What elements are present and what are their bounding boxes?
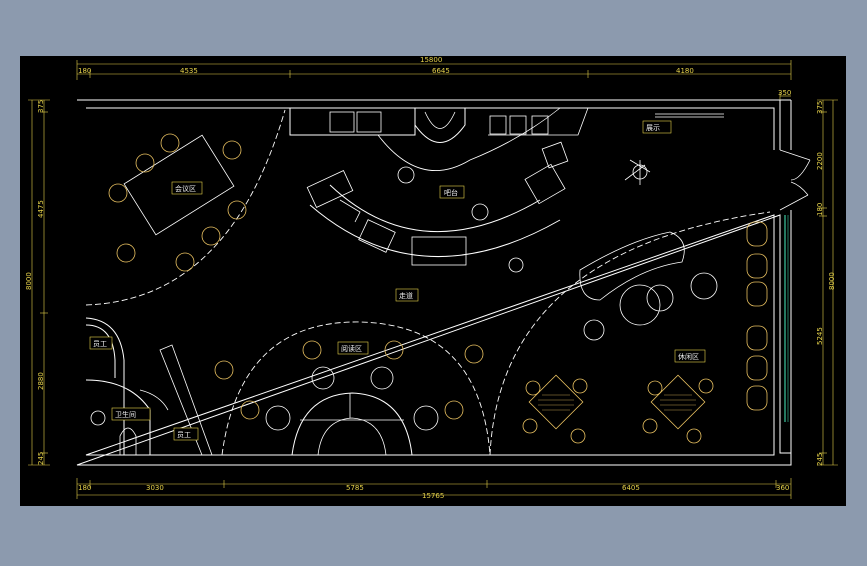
top-dimensions: 15800 180 4535 6645 4180 350 [76, 56, 791, 100]
meeting-chairs [108, 133, 247, 272]
dim-bot-total: 15765 [422, 492, 444, 500]
dim-right-total: 8000 [828, 272, 836, 290]
label-display: 展示 [646, 124, 660, 132]
label-reading: 阅读区 [341, 344, 362, 353]
dim-left-seg-4: 245 [37, 452, 45, 465]
bottom-dimensions: 180 3030 5785 6405 360 15765 [76, 478, 792, 500]
service-area: 员工 卫生间 员工 [85, 317, 213, 456]
label-meeting: 会议区 [175, 184, 196, 193]
label-lounge: 休闲区 [678, 352, 699, 361]
dim-bot-seg-3: 5785 [346, 484, 364, 492]
label-staff-1: 员工 [93, 340, 107, 348]
dim-bot-seg-2: 3030 [146, 484, 164, 492]
dim-bot-seg-1: 180 [78, 484, 91, 492]
dim-left-seg-1: 375 [37, 100, 45, 113]
lounge-area: 休闲区 [489, 211, 771, 456]
right-dimensions: 375 2200 180 5245 245 8000 [816, 99, 838, 466]
dim-right-seg-4: 5245 [816, 327, 824, 345]
lounge-chairs-right [746, 221, 768, 411]
dim-top-small: 350 [778, 89, 791, 97]
dim-top-seg-2: 4535 [180, 67, 198, 75]
dim-right-seg-5: 245 [816, 453, 824, 466]
reading-area: 阅读区 [214, 321, 491, 456]
dim-bot-seg-4: 6405 [622, 484, 640, 492]
dim-right-seg-2: 2200 [816, 152, 824, 170]
reading-chairs [214, 340, 484, 420]
drawing-canvas [20, 56, 846, 506]
lounge-table-chairs [522, 378, 714, 444]
dim-top-seg-1: 180 [78, 67, 91, 75]
label-bar: 吧台 [444, 188, 458, 197]
dim-bot-seg-5: 360 [776, 484, 789, 492]
dim-left-seg-2: 4475 [37, 200, 45, 218]
meeting-area: 会议区 [85, 109, 286, 306]
bar-area: 吧台 [289, 107, 589, 273]
meeting-table [123, 134, 235, 236]
dim-top-seg-4: 4180 [676, 67, 694, 75]
dim-left-seg-3: 2880 [37, 372, 45, 390]
label-aisle: 走道 [399, 291, 413, 300]
label-restroom: 卫生间 [115, 410, 136, 419]
left-dimensions: 8000 375 4475 2880 245 [25, 100, 50, 466]
dim-left-total: 8000 [25, 272, 33, 290]
label-staff-2: 员工 [177, 431, 191, 439]
dim-top-total: 15800 [420, 56, 442, 64]
display-area: 展示 [624, 113, 724, 185]
outer-walls [76, 99, 811, 466]
dim-right-seg-1: 375 [816, 101, 824, 114]
dim-top-seg-3: 6645 [432, 67, 450, 75]
dim-right-seg-3: 180 [816, 203, 824, 216]
sofa [579, 231, 685, 301]
